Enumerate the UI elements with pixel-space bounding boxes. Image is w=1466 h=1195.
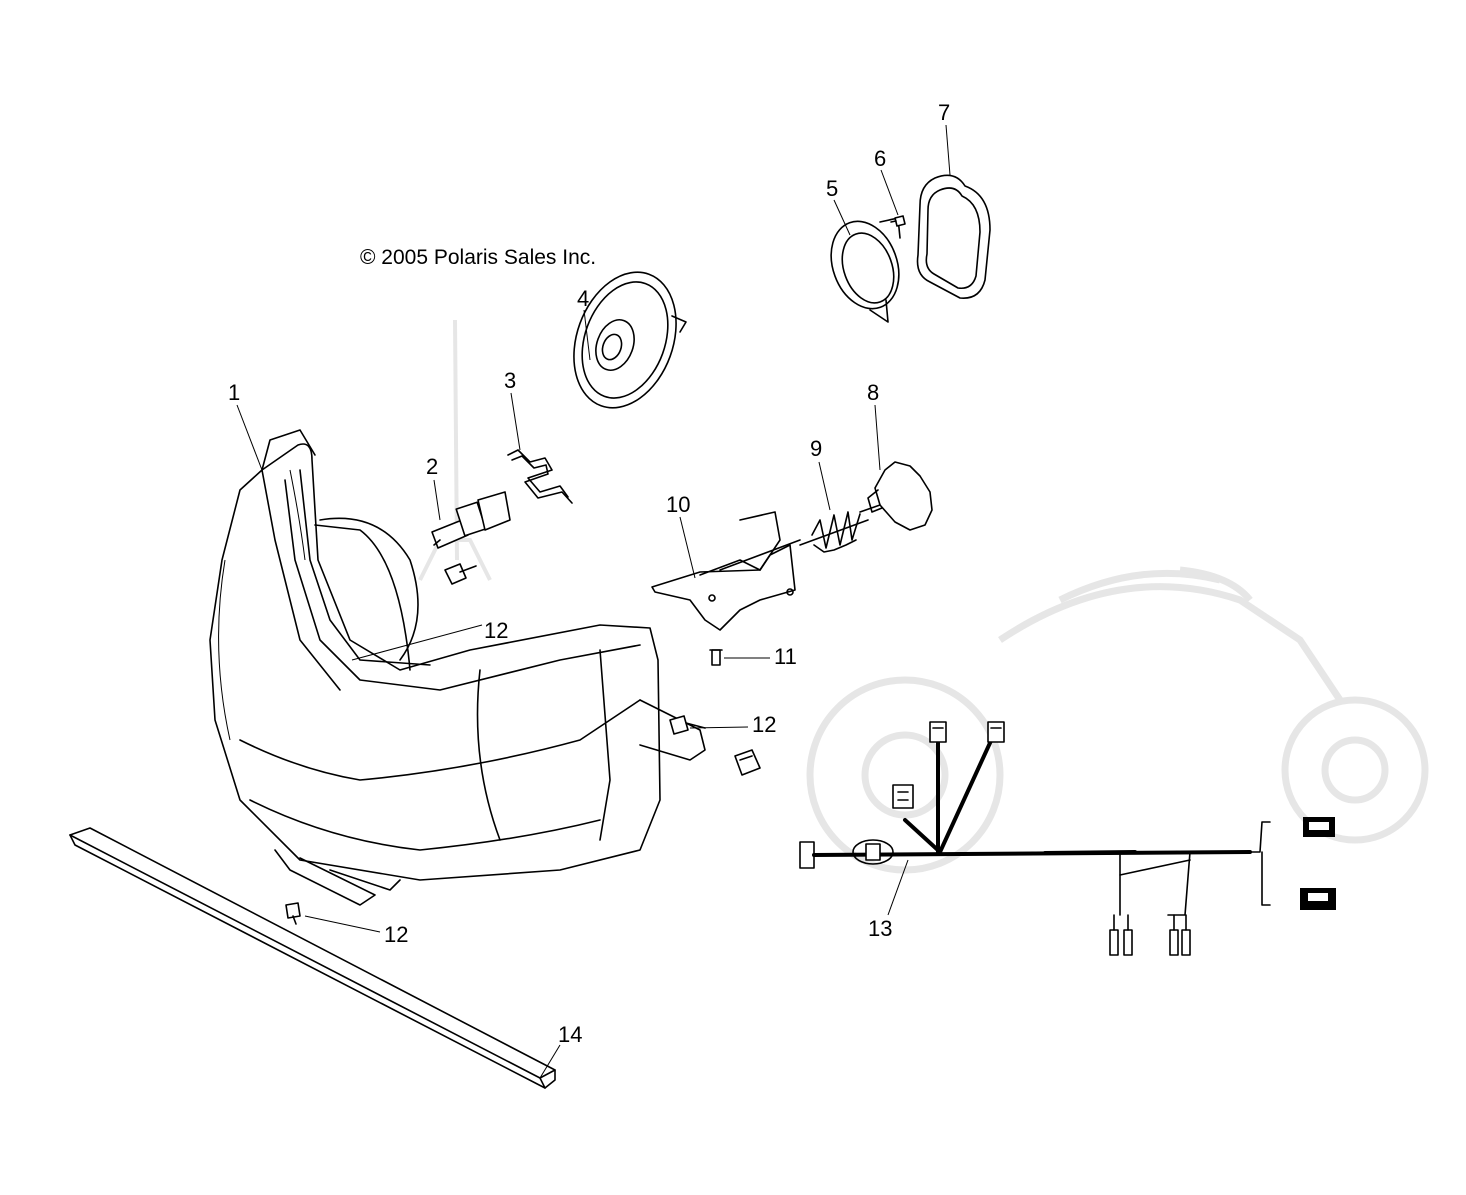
- callout-1: 1: [228, 380, 240, 405]
- pin-fastener[interactable]: [709, 649, 723, 666]
- terminal-pair-left: [1109, 914, 1133, 956]
- callout-3: 3: [504, 368, 516, 393]
- callout-13: 13: [868, 916, 892, 941]
- callout-8: 8: [867, 380, 879, 405]
- mounting-bracket[interactable]: [651, 511, 801, 631]
- callout-9: 9: [810, 436, 822, 461]
- callout-2: 2: [426, 454, 438, 479]
- bulb-retaining-clip[interactable]: [507, 449, 573, 504]
- callout-12b: 12: [752, 712, 776, 737]
- callout-12a: 12: [484, 618, 508, 643]
- callout-14: 14: [558, 1022, 582, 1047]
- leader-lines: [236, 124, 951, 1079]
- screw-small[interactable]: [890, 215, 906, 227]
- connector-left: [892, 784, 914, 809]
- wiring-harness[interactable]: [799, 721, 1336, 956]
- adjuster-spring[interactable]: [799, 511, 869, 553]
- reflector[interactable]: [556, 258, 694, 422]
- callout-6: 6: [874, 146, 886, 171]
- connector-top-right: [987, 721, 1005, 743]
- callout-10: 10: [666, 492, 690, 517]
- connector-right-top: [1303, 817, 1335, 837]
- callout-11: 11: [774, 644, 797, 669]
- callout-5: 5: [826, 176, 838, 201]
- screw-b[interactable]: [669, 715, 706, 735]
- callout-labels: 1 2 3 4 5 6 7 8 9 10 11 12 12 12 13 14: [228, 100, 950, 1047]
- gasket[interactable]: [916, 174, 991, 299]
- copyright-notice: © 2005 Polaris Sales Inc.: [360, 246, 596, 269]
- socket-cap[interactable]: [820, 212, 911, 323]
- speed-nut[interactable]: [734, 749, 761, 776]
- screw-c[interactable]: [285, 902, 301, 925]
- watermark-motorcycle: [806, 566, 1429, 874]
- connector-right-bottom: [1300, 888, 1336, 910]
- adjuster-knob[interactable]: [859, 461, 933, 531]
- connector-top-left: [929, 721, 947, 743]
- headlight-bulb[interactable]: [431, 491, 511, 549]
- terminal-pair-right: [1169, 914, 1191, 956]
- callout-7: 7: [938, 100, 950, 125]
- callout-12c: 12: [384, 922, 408, 947]
- watermark: [418, 319, 1429, 874]
- headlight-housing[interactable]: [209, 429, 706, 906]
- screw-a[interactable]: [444, 563, 477, 585]
- callout-4: 4: [577, 286, 589, 311]
- foam-strip[interactable]: [69, 827, 556, 1089]
